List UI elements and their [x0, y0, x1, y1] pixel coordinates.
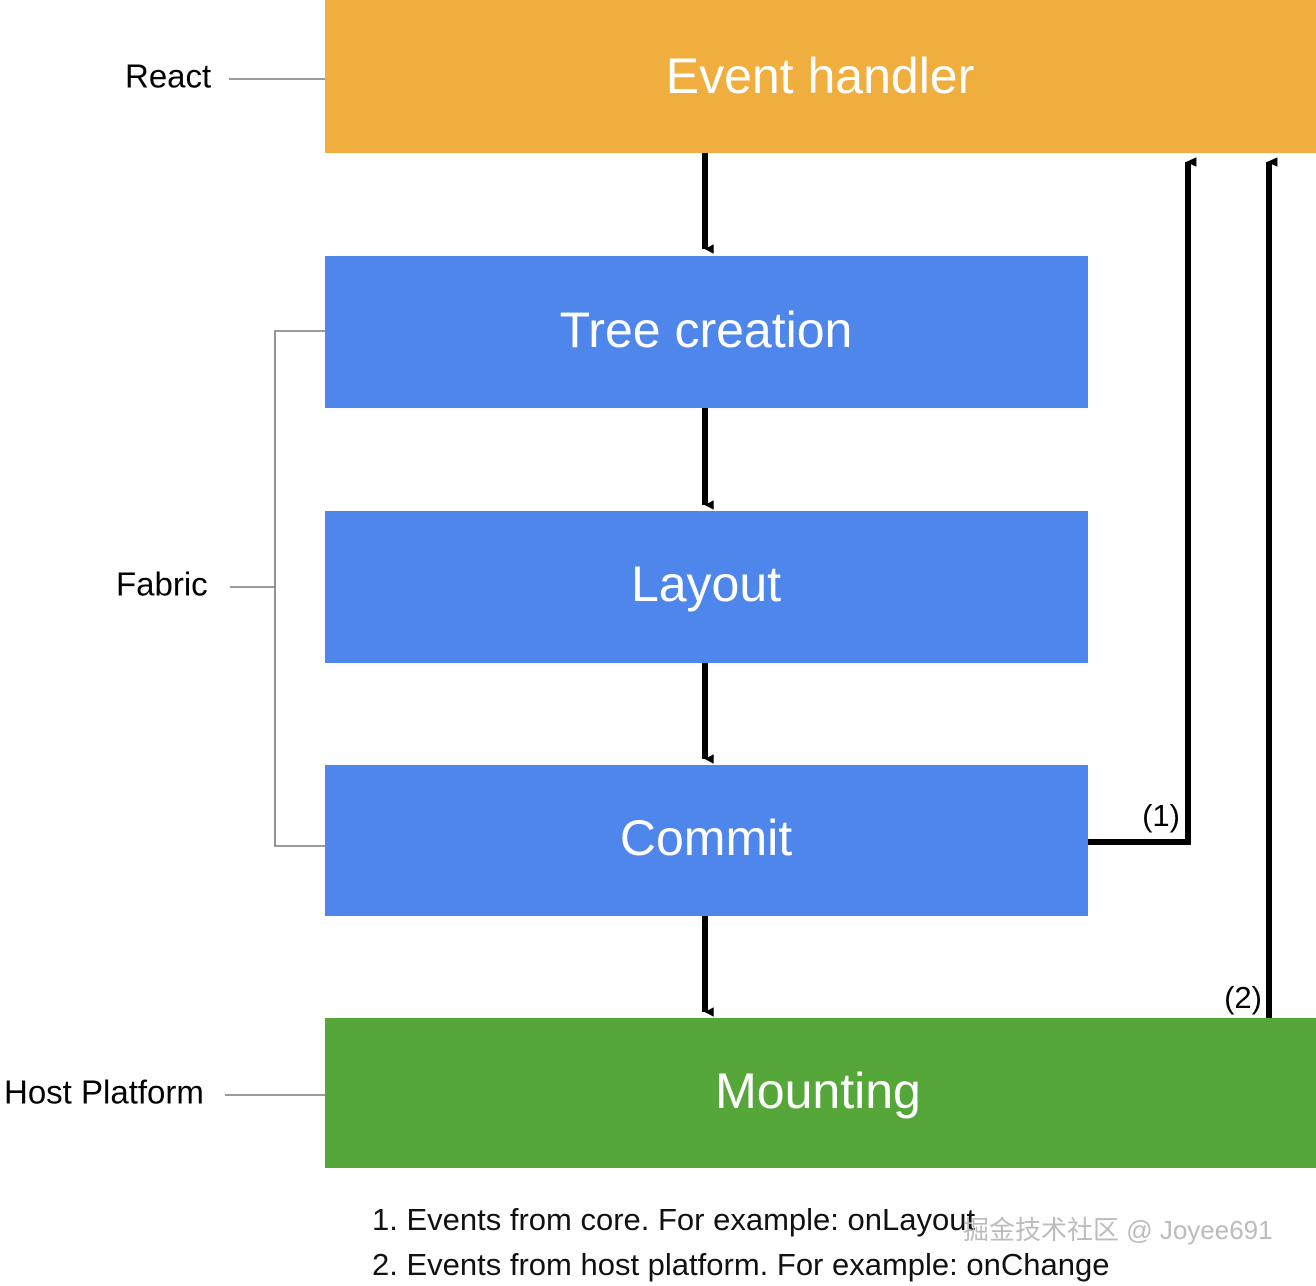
watermark: 掘金技术社区 @ Joyee691	[963, 1215, 1273, 1245]
fabric-bracket	[274, 330, 325, 847]
box-commit[interactable]: Commit	[325, 765, 1088, 916]
feedback-ref-one-label: (1)	[1142, 798, 1180, 833]
footnote-item-2: 2. Events from host platform. For exampl…	[372, 1247, 1109, 1282]
feedback-ref-two-label: (2)	[1224, 980, 1262, 1015]
box-commit-rect	[325, 765, 1088, 916]
box-layout[interactable]: Layout	[325, 511, 1088, 663]
box-event-handler[interactable]: Event handler	[325, 0, 1316, 153]
box-mounting-label: Mounting	[715, 1063, 921, 1119]
layer-label-react: React	[125, 58, 211, 95]
box-tree-creation[interactable]: Tree creation	[325, 256, 1088, 408]
layer-label-host-platform: Host Platform	[4, 1074, 204, 1111]
layer-label-fabric: Fabric	[116, 566, 208, 603]
box-layout-label: Layout	[631, 556, 781, 612]
box-mounting[interactable]: Mounting	[325, 1018, 1316, 1168]
box-mounting-rect	[325, 1018, 1316, 1168]
feedback-path-core-events	[1088, 157, 1197, 845]
box-event-handler-label: Event handler	[666, 48, 975, 104]
box-event-handler-rect	[325, 0, 1316, 153]
box-layout-rect	[325, 511, 1088, 663]
box-tree-creation-label: Tree creation	[560, 302, 853, 358]
box-commit-label: Commit	[620, 810, 792, 866]
footnote-item-1: 1. Events from core. For example: onLayo…	[372, 1202, 975, 1237]
box-tree-creation-rect	[325, 256, 1088, 408]
